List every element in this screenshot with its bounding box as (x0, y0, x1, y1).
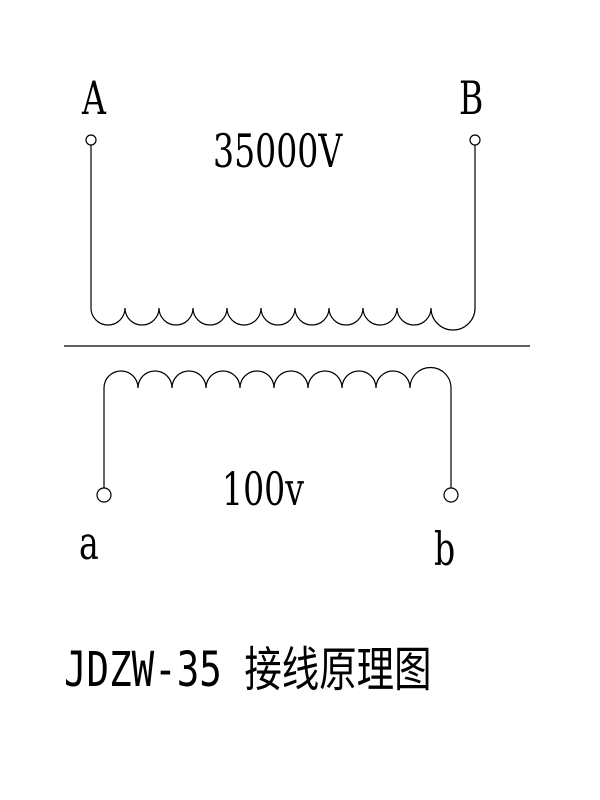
terminal-B-circle (469, 134, 481, 146)
terminal-a-circle (96, 487, 112, 503)
terminal-a-label: a (79, 516, 99, 570)
primary-winding (90, 145, 476, 331)
secondary-winding (103, 366, 452, 488)
terminal-b-label: b (434, 522, 456, 576)
terminal-B-label: B (459, 71, 484, 125)
diagram-caption: JDZW-35 接线原理图 (64, 642, 432, 698)
terminal-A-circle (85, 134, 97, 146)
secondary-voltage-label: 100v (222, 462, 304, 516)
terminal-b-circle (443, 487, 459, 503)
terminal-A-label: A (82, 71, 106, 125)
primary-voltage-label: 35000V (213, 124, 343, 178)
